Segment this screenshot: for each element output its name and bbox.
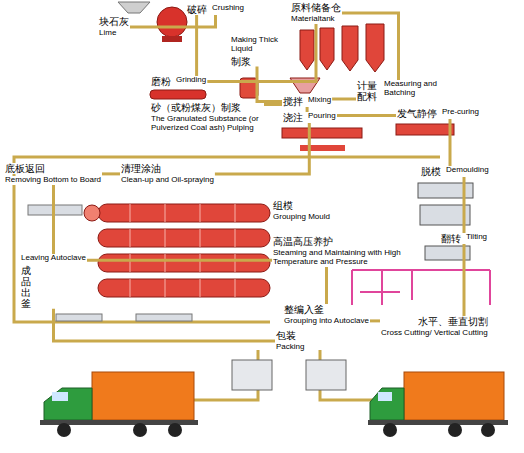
conveyor-line bbox=[130, 15, 216, 27]
chinese-label: 块石灰 bbox=[98, 16, 130, 27]
station-label: 原料储备仓 Materialtank bbox=[290, 2, 342, 24]
conveyor-line bbox=[195, 15, 198, 76]
truck bbox=[40, 372, 198, 437]
mould bbox=[300, 145, 345, 151]
station-label: 破碎Crushing bbox=[186, 4, 245, 15]
autoclave-door bbox=[84, 205, 100, 221]
packed-blocks bbox=[232, 360, 272, 390]
english-label: Pouring bbox=[307, 112, 337, 121]
truck bbox=[368, 372, 508, 437]
conveyor-line bbox=[449, 119, 452, 166]
english-label: Lime bbox=[98, 29, 117, 38]
english-label: Materialtank bbox=[290, 15, 336, 24]
english-label: Measuring and Batching bbox=[383, 80, 441, 98]
station-label: Leaving Autoclave 成品出釜 bbox=[20, 254, 87, 309]
chinese-label: 浇注 bbox=[282, 112, 304, 123]
lime-hopper bbox=[118, 2, 150, 13]
english-label: Leaving Autoclave bbox=[20, 254, 87, 263]
chinese-label: 底板返回 bbox=[4, 163, 46, 174]
chinese-label: 磨粉 bbox=[150, 76, 172, 87]
station-label: 搅拌Mixing bbox=[282, 96, 332, 107]
bottom-board bbox=[136, 314, 192, 321]
station-label: 底板返回 Removing Bottom to Board bbox=[4, 163, 102, 185]
grinding-mill bbox=[150, 90, 206, 99]
english-label: Grouping into Autoclave bbox=[283, 317, 370, 326]
chinese-label: 砂（或粉煤灰）制浆 bbox=[150, 102, 242, 113]
conveyor-track bbox=[14, 157, 440, 400]
chinese-label: 整编入釜 bbox=[283, 304, 325, 315]
station-label: 包装 Packing bbox=[275, 330, 305, 352]
chinese-label: 高温高压养护 bbox=[272, 236, 334, 247]
station-label: 浇注Pouring bbox=[282, 112, 337, 123]
english-label: Grinding bbox=[175, 76, 207, 85]
conveyor-line bbox=[332, 98, 356, 101]
english-label: Removing Bottom to Board bbox=[4, 176, 102, 185]
chinese-label: 原料储备仓 bbox=[290, 2, 342, 13]
station-label: Making Thick Liquid 制浆 bbox=[230, 36, 284, 67]
english-label: Grouping Mould bbox=[272, 213, 331, 222]
station-label: 砂（或粉煤灰）制浆 The Granulated Substance (or Pu… bbox=[150, 102, 264, 133]
chinese-label: 发气静停 bbox=[396, 108, 438, 119]
conveyor-line bbox=[87, 259, 272, 262]
mould bbox=[396, 124, 454, 135]
conveyor-line bbox=[207, 24, 316, 82]
conveyor-line bbox=[325, 267, 328, 304]
conveyor-line bbox=[337, 114, 396, 117]
conveyor-line bbox=[370, 319, 380, 322]
station-label: 计量 配料Measuring and Batching bbox=[356, 80, 441, 102]
chinese-label: 计量 配料 bbox=[356, 80, 380, 102]
conveyor-line bbox=[342, 13, 399, 80]
station-label: 翻转Tilting bbox=[440, 233, 488, 244]
crusher-base bbox=[162, 36, 182, 42]
station-label: 磨粉Grinding bbox=[150, 76, 207, 87]
mould bbox=[282, 128, 362, 138]
station-label: 水平、垂直切割 Cross Cutting/ Vertical Cutting bbox=[380, 316, 489, 338]
english-label: Tilting bbox=[465, 233, 488, 242]
station-label: 高温高压养护 Steaming and Maintaining with High… bbox=[272, 236, 408, 267]
english-label: Making Thick Liquid bbox=[230, 36, 284, 54]
autoclave-ring bbox=[130, 204, 235, 297]
chinese-label: 组模 bbox=[272, 200, 294, 211]
chinese-label: 搅拌 bbox=[282, 96, 304, 107]
chinese-label: 翻转 bbox=[440, 233, 462, 244]
bottom-board bbox=[56, 314, 102, 321]
crusher bbox=[157, 7, 187, 37]
cutting-machine bbox=[352, 270, 490, 305]
conveyor-line bbox=[264, 103, 282, 106]
conveyor-line bbox=[102, 172, 120, 175]
english-label: Pre-curing bbox=[441, 108, 480, 117]
english-label: Steaming and Maintaining with High Tempe… bbox=[272, 249, 408, 267]
material-silos bbox=[300, 24, 384, 72]
station-label: 清理涂油 Clean-up and Oil-spraying bbox=[120, 163, 215, 185]
packed-blocks bbox=[306, 360, 346, 390]
english-label: Demoulding bbox=[445, 166, 490, 175]
chinese-label: 成品出釜 bbox=[20, 265, 32, 309]
english-label: Clean-up and Oil-spraying bbox=[120, 176, 215, 185]
chinese-label: 破碎 bbox=[186, 4, 208, 15]
english-label: The Granulated Substance (or Pulverized … bbox=[150, 115, 264, 133]
chinese-label: 包装 bbox=[275, 330, 297, 341]
english-label: Cross Cutting/ Vertical Cutting bbox=[380, 329, 489, 338]
english-label: Packing bbox=[275, 343, 305, 352]
chinese-label: 清理涂油 bbox=[120, 163, 162, 174]
english-label: Crushing bbox=[211, 4, 245, 13]
station-label: 发气静停Pre-curing bbox=[396, 108, 480, 119]
autoclave bbox=[98, 204, 270, 297]
conveyor-line bbox=[463, 244, 466, 316]
station-label: 块石灰 Lime bbox=[98, 16, 130, 38]
conveyor-line bbox=[54, 309, 276, 341]
station-label: 整编入釜 Grouping into Autoclave bbox=[283, 304, 370, 326]
chinese-label: 制浆 bbox=[230, 56, 252, 67]
conveyor-line bbox=[52, 185, 55, 254]
conveyor-line bbox=[257, 67, 282, 102]
english-label: Mixing bbox=[307, 96, 332, 105]
station-label: 组模 Grouping Mould bbox=[272, 200, 331, 222]
chinese-label: 水平、垂直切割 bbox=[417, 316, 489, 327]
station-label: 脱模Demoulding bbox=[420, 166, 490, 177]
conveyor-line bbox=[463, 177, 466, 233]
chinese-label: 脱模 bbox=[420, 166, 442, 177]
